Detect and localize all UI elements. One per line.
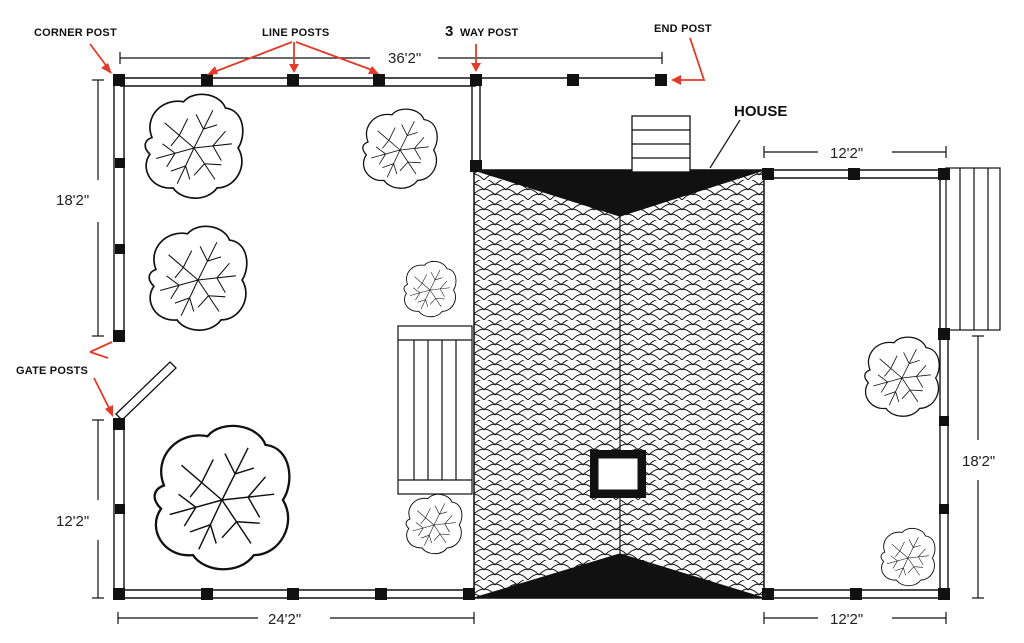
tree — [153, 424, 291, 571]
tree — [405, 493, 463, 555]
line-post — [201, 74, 213, 86]
line-post — [939, 504, 949, 514]
corner-post — [938, 168, 950, 180]
end-post — [470, 160, 482, 172]
end-post — [762, 168, 774, 180]
gate — [115, 361, 177, 421]
house-label: HOUSE — [734, 103, 787, 120]
gate-post — [113, 418, 125, 430]
deck-stairs — [397, 325, 473, 495]
end-post — [655, 74, 667, 86]
line-post — [201, 588, 213, 600]
line-post — [850, 588, 862, 600]
line-post — [848, 168, 860, 180]
line-post — [287, 74, 299, 86]
gate-post — [113, 330, 125, 342]
tree — [403, 260, 457, 318]
tree — [144, 93, 244, 199]
line-post — [115, 504, 125, 514]
line-post — [115, 244, 125, 254]
tree — [880, 527, 936, 587]
end-post-label: END POST — [654, 23, 712, 35]
dimension-left-lower: 12'2" — [56, 513, 89, 530]
line-post — [938, 328, 950, 340]
dimension-left-upper: 18'2" — [56, 192, 89, 209]
three-way-post-number: 3 — [445, 23, 453, 40]
posts — [113, 74, 950, 600]
dimension-bottom-left: 24'2" — [268, 611, 301, 628]
corner-post — [113, 74, 125, 86]
dimension-right-bottom: 12'2" — [830, 611, 863, 628]
dimension-top-width: 36'2" — [388, 50, 421, 67]
right-stairs — [945, 167, 1001, 331]
corner-post — [113, 588, 125, 600]
line-posts-label: LINE POSTS — [262, 27, 329, 39]
tree — [148, 225, 248, 331]
line-post — [373, 74, 385, 86]
line-post — [939, 416, 949, 426]
dimension-right-top: 12'2" — [830, 145, 863, 162]
corner-post — [938, 588, 950, 600]
three-way-post-label: WAY POST — [460, 27, 519, 39]
tree — [362, 108, 438, 189]
end-post — [463, 588, 475, 600]
house — [473, 115, 765, 599]
end-post — [762, 588, 774, 600]
three-way-post — [470, 74, 482, 86]
corner-post-label: CORNER POST — [34, 27, 117, 39]
line-post — [567, 74, 579, 86]
line-post — [287, 588, 299, 600]
gate-posts-label: GATE POSTS — [16, 365, 88, 377]
tree — [864, 336, 940, 417]
callout-arrows — [89, 37, 706, 417]
dimension-right-side: 18'2" — [962, 453, 995, 470]
line-post — [375, 588, 387, 600]
line-post — [115, 158, 125, 168]
